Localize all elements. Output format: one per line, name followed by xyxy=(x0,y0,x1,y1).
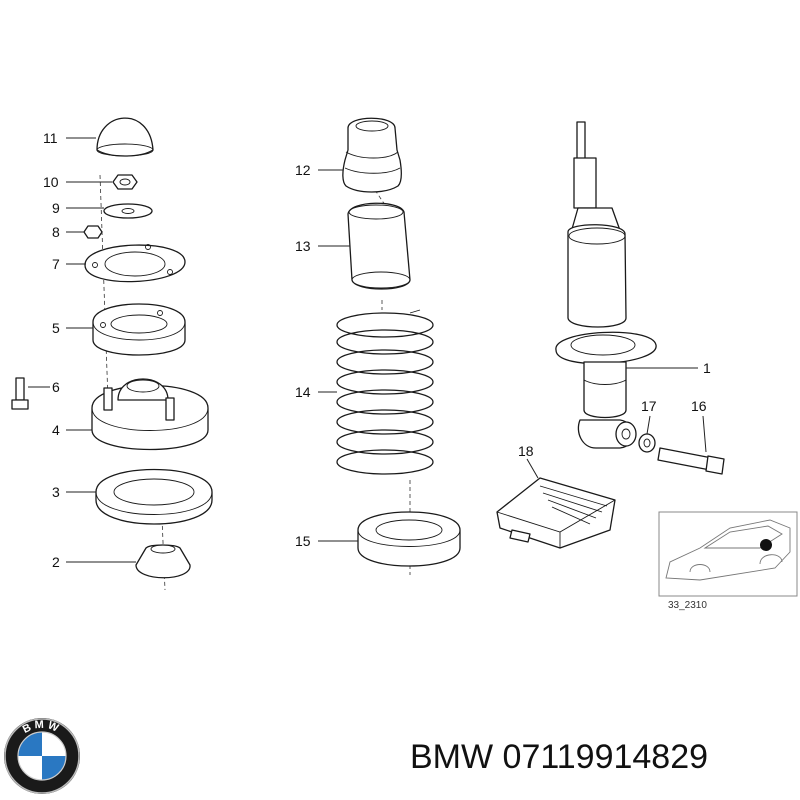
callout-5: 5 xyxy=(52,320,93,336)
inset-reference-label: 33_2310 xyxy=(668,600,707,611)
svg-text:BMW: BMW xyxy=(21,719,63,736)
part-5-ring xyxy=(92,303,186,356)
callout-9-label: 9 xyxy=(52,200,60,216)
brand-name: BMW xyxy=(410,738,494,776)
callout-10: 10 xyxy=(43,174,112,190)
callout-2: 2 xyxy=(52,554,136,570)
callout-2-label: 2 xyxy=(52,554,60,570)
callout-18: 18 xyxy=(518,443,539,479)
callout-13-label: 13 xyxy=(295,238,311,254)
part-number: 07119914829 xyxy=(502,738,709,776)
part-3-ring xyxy=(95,468,213,525)
part-15-seat xyxy=(357,511,461,567)
callout-4: 4 xyxy=(52,422,92,438)
callout-11-label: 11 xyxy=(43,130,58,146)
part-2-cup xyxy=(135,544,191,579)
callout-14-label: 14 xyxy=(295,384,311,400)
part-12-bump-stop xyxy=(342,117,402,193)
callout-8: 8 xyxy=(52,224,84,240)
callout-17-label: 17 xyxy=(641,398,657,414)
callout-1-label: 1 xyxy=(703,360,711,376)
callout-15-label: 15 xyxy=(295,533,311,549)
callout-15: 15 xyxy=(295,533,358,549)
callout-13: 13 xyxy=(295,238,350,254)
callout-10-label: 10 xyxy=(43,174,59,190)
callout-7: 7 xyxy=(52,256,86,272)
callout-9: 9 xyxy=(52,200,104,216)
inset-box: 33_2310 xyxy=(658,511,798,611)
part-13-boot xyxy=(347,202,411,290)
callout-5-label: 5 xyxy=(52,320,60,336)
part-4-mount xyxy=(91,378,209,451)
part-1-shock-absorber xyxy=(555,121,657,449)
callout-16: 16 xyxy=(691,398,707,453)
callout-6-label: 6 xyxy=(52,379,60,395)
callout-4-label: 4 xyxy=(52,422,60,438)
part-6-bolt xyxy=(11,377,29,410)
callout-17: 17 xyxy=(641,398,657,435)
callout-8-label: 8 xyxy=(52,224,60,240)
part-17-washer xyxy=(638,433,656,453)
part-11-cap xyxy=(96,117,154,157)
part-7-plate xyxy=(84,244,186,283)
brand-part-number: BMW 07119914829 xyxy=(410,738,708,777)
callout-3-label: 3 xyxy=(52,484,60,500)
callout-12-label: 12 xyxy=(295,162,311,178)
part-9-washer xyxy=(103,203,153,219)
callout-16-label: 16 xyxy=(691,398,707,414)
callout-11: 11 xyxy=(43,130,96,146)
callout-6: 6 xyxy=(28,379,60,395)
bmw-logo-icon: BMW xyxy=(4,718,80,794)
part-18-module xyxy=(496,477,616,549)
callout-7-label: 7 xyxy=(52,256,60,272)
callout-3: 3 xyxy=(52,484,96,500)
callout-1: 1 xyxy=(626,360,711,376)
part-16-bolt xyxy=(657,447,725,475)
part-10-nut xyxy=(112,174,138,190)
callout-12: 12 xyxy=(295,162,343,178)
callout-14: 14 xyxy=(295,384,337,400)
inset-location-marker xyxy=(760,539,772,551)
part-14-spring xyxy=(336,309,434,475)
callout-18-label: 18 xyxy=(518,443,534,459)
part-8-nut xyxy=(83,225,103,239)
